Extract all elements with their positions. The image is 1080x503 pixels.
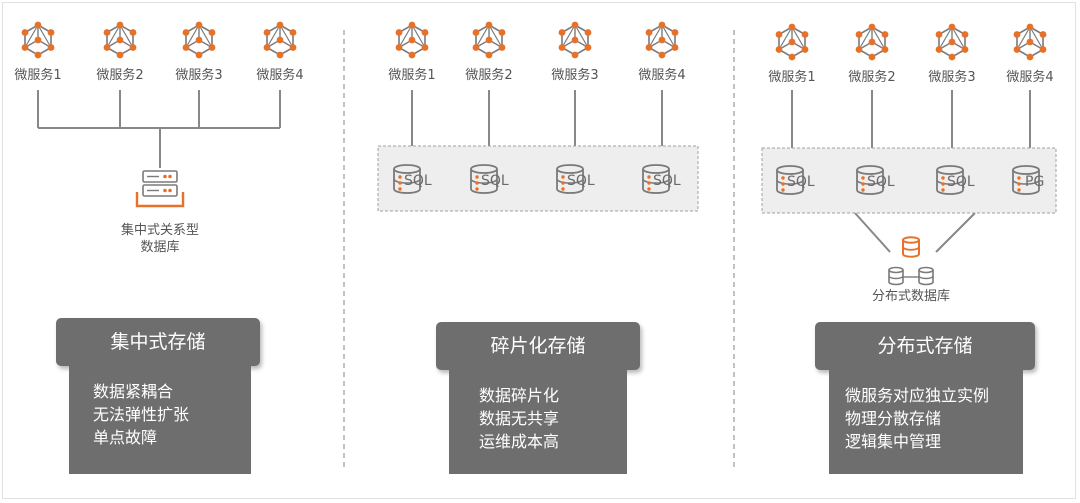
service-label: 微服务3 [175,68,223,83]
description-line: 物理分散存储 [845,409,942,428]
service-label: 微服务3 [928,70,976,85]
db-type-label: SQL [653,173,681,189]
section-description: 微服务对应独立实例 物理分散存储 逻辑集中管理 [829,370,1023,474]
service-label: 微服务2 [848,70,896,85]
microservice-icon [262,20,298,60]
microservice-icon [774,22,810,62]
description-line: 逻辑集中管理 [845,432,942,451]
distributed-db-caption: 分布式数据库 [871,289,951,304]
microservice-icon [102,20,138,60]
distributed-database-icon [888,236,934,286]
db-caption-line: 集中式关系型 [120,223,200,238]
db-type-label: SQL [567,173,595,189]
service-label: 微服务1 [768,70,816,85]
db-type-label: SQL [787,174,815,190]
db-cluster-box [377,145,699,212]
microservice-icon [471,20,507,60]
section-title: 碎片化存储 [436,322,640,370]
description-line: 单点故障 [93,428,158,447]
db-type-label: SQL [404,173,432,189]
db-type-label: SQL [481,173,509,189]
description-line: 无法弹性扩张 [93,405,190,424]
microservice-icon [644,20,680,60]
service-label: 微服务2 [96,68,144,83]
section-description: 数据碎片化 数据无共享 运维成本高 [449,370,627,474]
service-label: 微服务1 [14,68,62,83]
service-label: 微服务4 [1006,70,1054,85]
description-line: 数据无共享 [479,409,560,428]
db-caption-line: 数据库 [140,240,180,255]
service-connectors [411,90,663,146]
description-line: 数据碎片化 [479,386,560,405]
section-description: 数据紧耦合 无法弹性扩张 单点故障 [69,366,251,474]
service-label: 微服务1 [388,68,436,83]
service-label: 微服务4 [638,68,686,83]
description-line: 微服务对应独立实例 [845,386,990,405]
section-title: 分布式存储 [815,322,1035,370]
server-icon [135,170,185,208]
description-line: 运维成本高 [479,432,560,451]
microservice-icon [854,22,890,62]
db-type-label: PG [1025,174,1045,190]
description-line: 数据紧耦合 [93,382,174,401]
db-caption: 集中式关系型 数据库 [121,222,199,256]
section-title: 集中式存储 [56,318,260,366]
db-type-label: SQL [867,174,895,190]
microservice-icon [1012,22,1048,62]
service-connectors [791,90,1031,253]
microservice-icon [181,20,217,60]
service-label: 微服务2 [465,68,513,83]
microservice-icon [20,20,56,60]
db-cluster-box [761,147,1057,214]
microservice-icon [934,22,970,62]
microservice-icon [557,20,593,60]
service-label: 微服务3 [551,68,599,83]
service-connectors [37,90,281,168]
microservice-icon [394,20,430,60]
service-label: 微服务4 [256,68,304,83]
db-type-label: SQL [947,174,975,190]
